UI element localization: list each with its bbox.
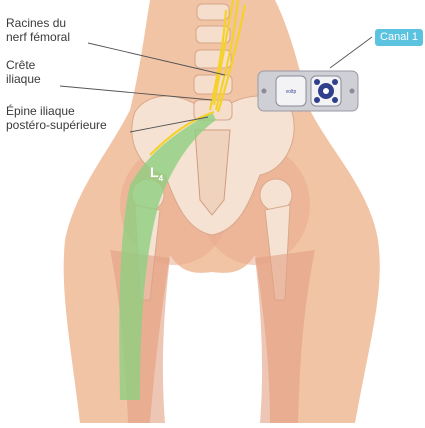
label-psis-line1: Épine iliaque xyxy=(6,104,107,118)
label-iliac-crest-line2: iliaque xyxy=(6,72,41,86)
channel-badge: Canal 1 xyxy=(375,29,423,46)
label-nerve-roots-line1: Racines du xyxy=(6,16,70,30)
label-nerve-roots: Racines du nerf fémoral xyxy=(6,16,70,44)
stimulator-device xyxy=(258,71,358,111)
dermatome-letter: L xyxy=(150,164,159,180)
device-screen-text: voltp xyxy=(286,89,297,95)
label-iliac-crest-line1: Crête xyxy=(6,58,41,72)
label-psis: Épine iliaque postéro-supérieure xyxy=(6,104,107,132)
label-psis-line2: postéro-supérieure xyxy=(6,118,107,132)
label-nerve-roots-line2: nerf fémoral xyxy=(6,30,70,44)
dermatome-label: L4 xyxy=(150,164,163,183)
label-iliac-crest: Crête iliaque xyxy=(6,58,41,86)
dermatome-number: 4 xyxy=(159,174,163,183)
